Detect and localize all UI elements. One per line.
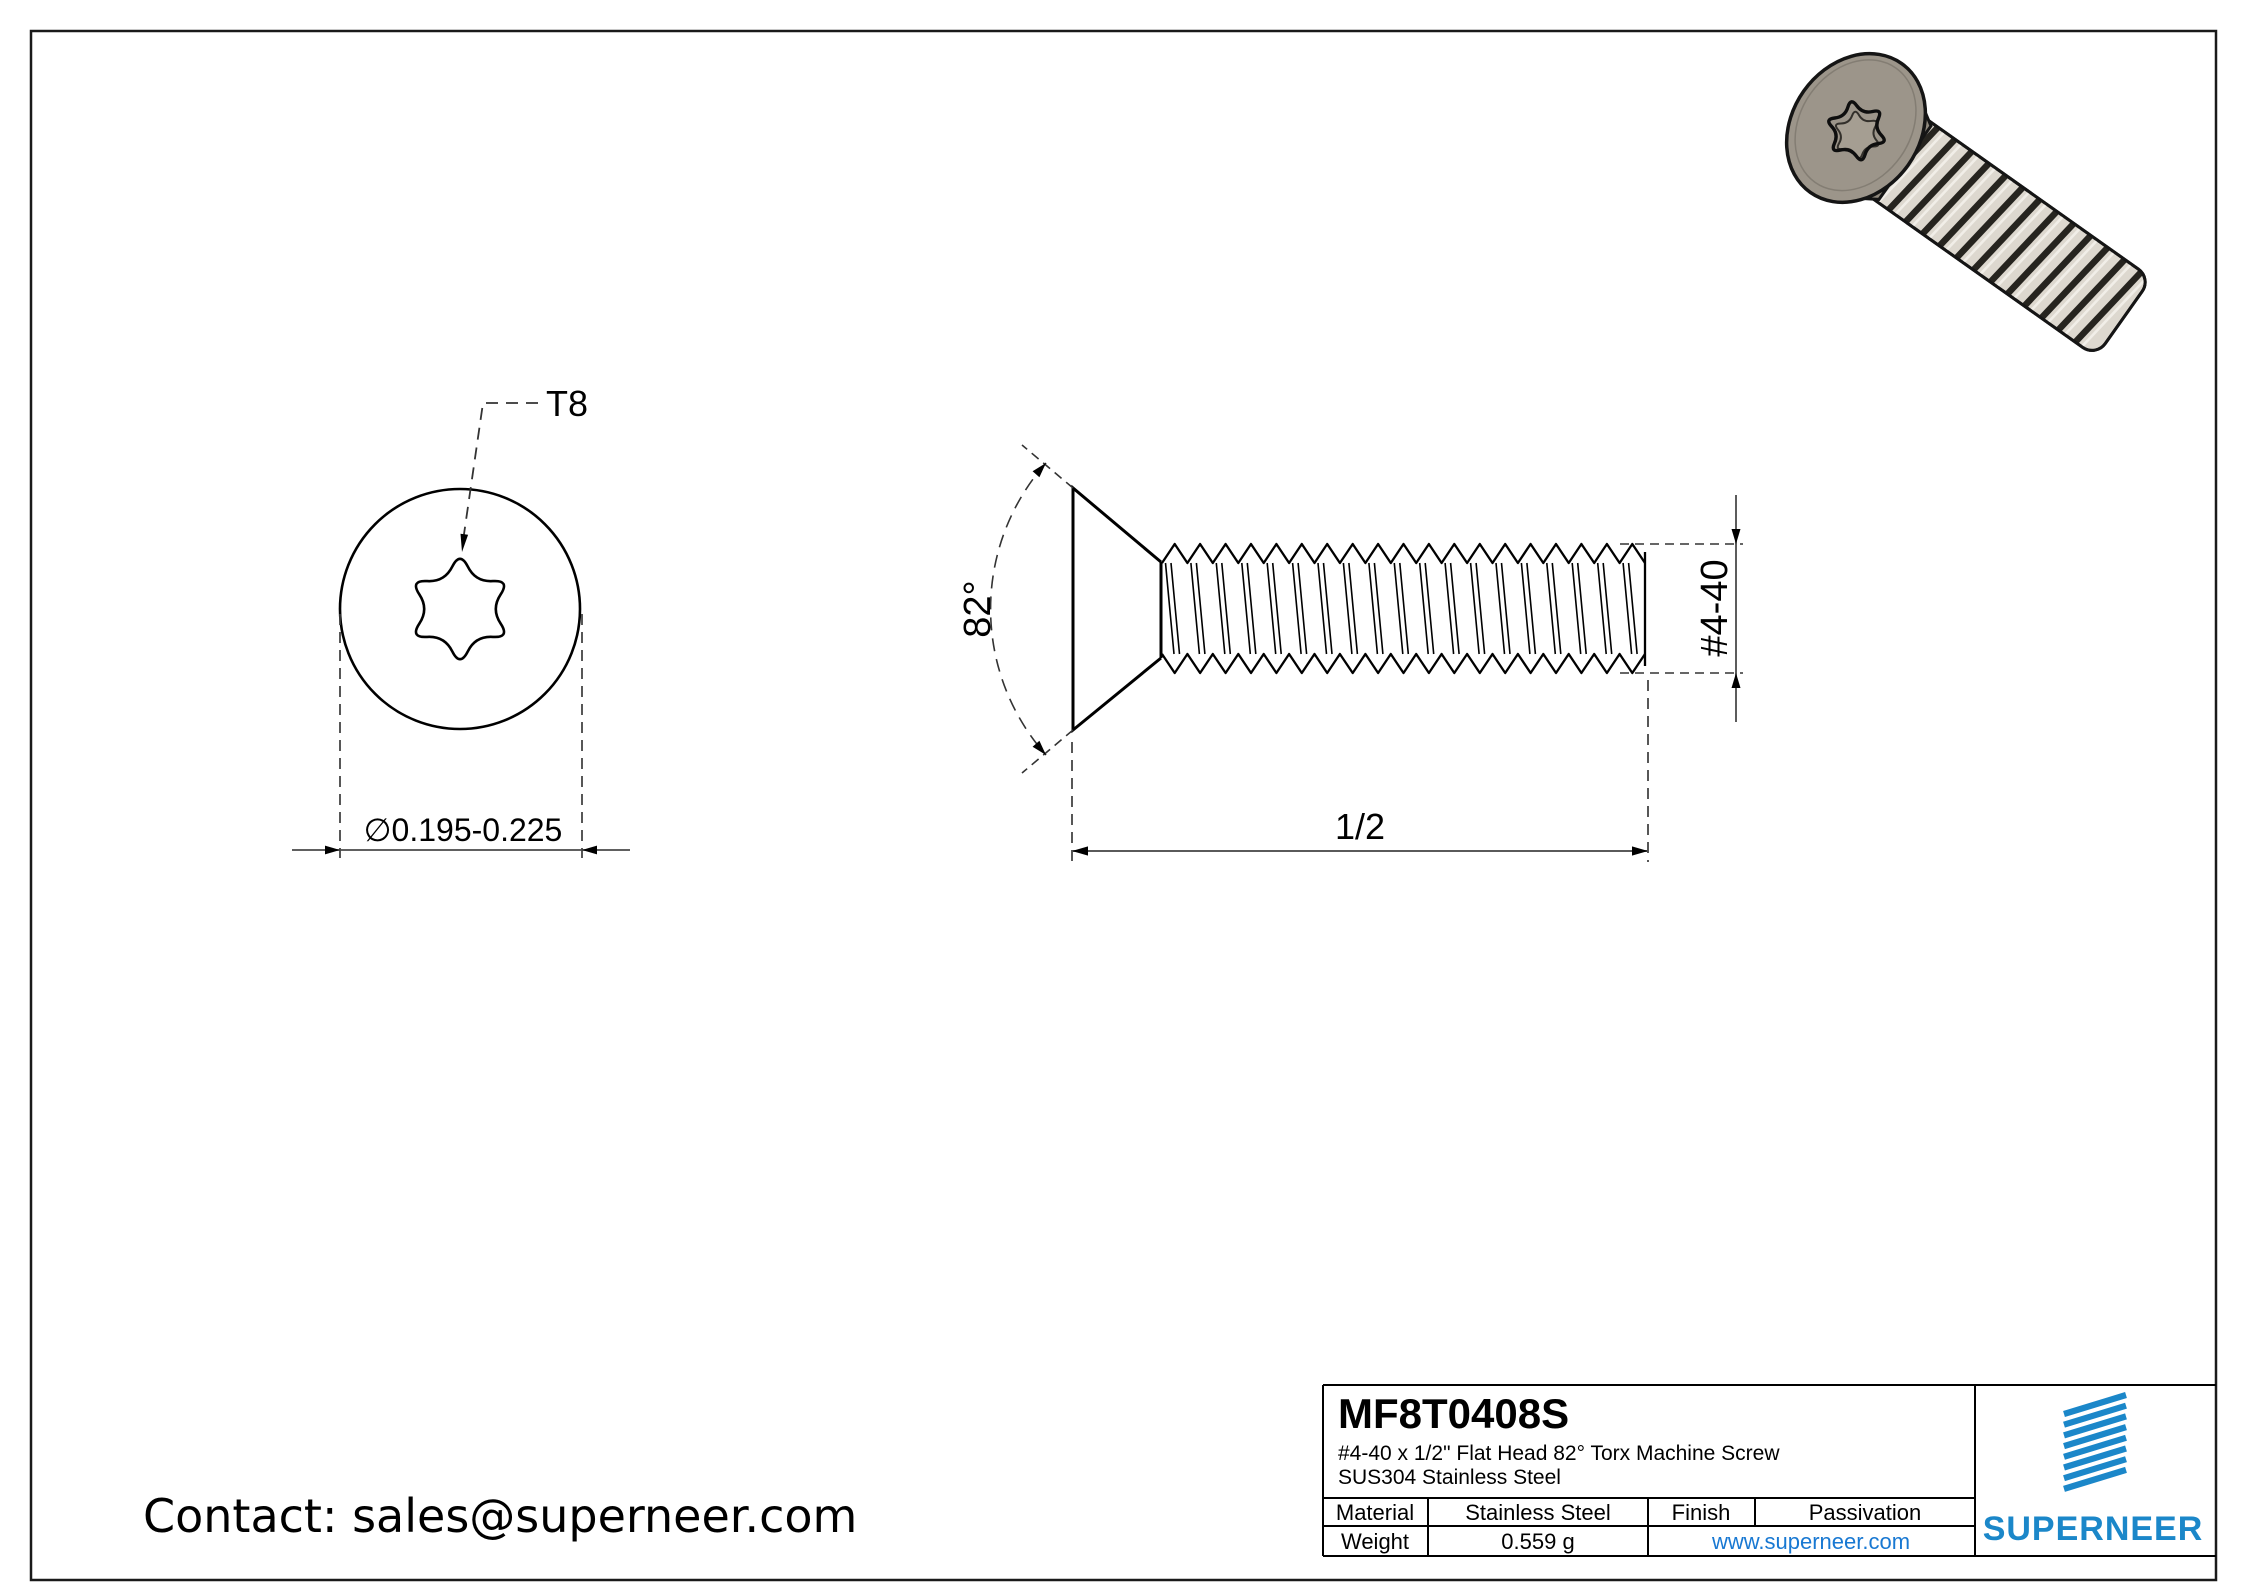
thread-highlight-band xyxy=(1943,177,2015,253)
thread-shadow-band xyxy=(2003,219,2078,298)
length-dimension: 1/2 xyxy=(1071,680,1649,862)
diameter-dimension: ∅0.195-0.225 xyxy=(292,614,630,858)
side-view: 82° #4-40 1/2 xyxy=(957,444,1743,862)
website-link[interactable]: www.superneer.com xyxy=(1711,1529,1910,1554)
weight-value: 0.559 g xyxy=(1501,1529,1574,1554)
brand-logo-icon xyxy=(2063,1392,2127,1492)
diameter-extension-lines xyxy=(339,614,583,858)
title-block-grid xyxy=(1322,1384,2216,1557)
length-value: 1/2 xyxy=(1335,806,1385,847)
thread-highlight-band xyxy=(1926,165,1998,241)
thread-highlight-band xyxy=(2062,261,2134,338)
thread-flank-lines xyxy=(1164,562,1638,655)
diameter-arrow-right xyxy=(582,845,597,855)
thread-size-dimension: #4-40 xyxy=(1620,495,1743,722)
thread-highlight-band xyxy=(2079,273,2151,350)
thread-size-extension-lines xyxy=(1620,543,1743,674)
brand-logo-stripe xyxy=(2063,1434,2127,1460)
page-border xyxy=(29,29,2218,1582)
thread-size-arrow-bottom xyxy=(1731,673,1741,688)
angle-value: 82° xyxy=(957,580,999,637)
thread-shadow-band xyxy=(1935,171,2010,250)
drive-size-label: T8 xyxy=(546,383,588,424)
part-number: MF8T0408S xyxy=(1338,1390,1569,1437)
thread-shadow-band xyxy=(1918,159,1993,238)
part-description-line1: #4-40 x 1/2" Flat Head 82° Torx Machine … xyxy=(1338,1442,1780,1465)
contact-line: Contact: sales@superneer.com xyxy=(143,1489,857,1543)
thread-shadow-band xyxy=(2037,243,2112,322)
part-description-line2: SUS304 Stainless Steel xyxy=(1338,1466,1561,1489)
brand-logo-stripe xyxy=(2063,1392,2127,1417)
thread-shadow-band xyxy=(1969,195,2044,274)
thread-shadow-band xyxy=(1952,183,2027,262)
thread-highlight-band xyxy=(1892,141,1964,217)
angle-arc xyxy=(989,462,1047,756)
thread-highlight-band xyxy=(1875,129,1947,205)
drive-leader-line xyxy=(462,402,538,542)
finish-value: Passivation xyxy=(1809,1500,1922,1525)
drive-leader-arrow xyxy=(460,533,469,552)
top-view: T8 ∅0.195-0.225 xyxy=(292,383,630,858)
thread-highlight-band xyxy=(2045,249,2117,326)
material-label: Material xyxy=(1336,1500,1414,1525)
brand-name: SUPERNEER xyxy=(1983,1510,2204,1548)
diameter-value: ∅0.195-0.225 xyxy=(364,812,563,848)
thread-shadow-band xyxy=(1986,207,2061,286)
brand-logo-stripe xyxy=(2063,1402,2127,1428)
length-arrow-left xyxy=(1072,846,1088,856)
thread-highlight-band xyxy=(1960,189,2032,265)
angle-dimension: 82° xyxy=(957,444,1074,774)
angle-extension-lines xyxy=(1021,444,1074,774)
thread-highlight-band xyxy=(1977,201,2049,277)
length-arrow-right xyxy=(1632,846,1648,856)
diameter-arrow-left xyxy=(325,845,340,855)
thread-shadow-band xyxy=(2054,255,2129,334)
screw-head-profile xyxy=(1071,484,1163,734)
thread-shadow-band xyxy=(1901,147,1976,226)
screw-3d-torx-recess xyxy=(1827,100,1886,162)
brand-logo-stripe xyxy=(2063,1424,2127,1450)
length-extension-lines xyxy=(1071,680,1649,862)
title-block: MF8T0408S #4-40 x 1/2" Flat Head 82° Tor… xyxy=(1322,1384,2216,1557)
head-circle xyxy=(338,487,582,731)
weight-label: Weight xyxy=(1341,1529,1409,1554)
thread-shadow-band xyxy=(2071,267,2146,346)
screw-3d-render xyxy=(1784,51,2151,352)
brand-logo-stripe xyxy=(2063,1466,2127,1492)
thread-highlight-band xyxy=(1909,153,1981,229)
thread-crest-bottom xyxy=(1161,652,1646,675)
material-value: Stainless Steel xyxy=(1465,1500,1611,1525)
finish-label: Finish xyxy=(1672,1500,1731,1525)
thread-size-value: #4-40 xyxy=(1694,559,1736,656)
thread-shadow-band xyxy=(2020,231,2095,310)
thread-highlight-band xyxy=(1994,213,2066,289)
thread-size-arrow-top xyxy=(1731,529,1741,544)
thread-shadow-band xyxy=(1884,135,1959,214)
brand-logo-stripe xyxy=(2063,1456,2127,1482)
brand-logo-stripe xyxy=(2063,1413,2127,1439)
angle-arrow-bottom xyxy=(1032,740,1046,755)
thread-highlight-band xyxy=(2011,225,2083,301)
thread-highlight-band xyxy=(2028,237,2100,314)
screw-3d-head-chamfer xyxy=(1794,59,1917,192)
angle-arrow-top xyxy=(1032,463,1046,478)
thread-crest-top xyxy=(1161,542,1646,565)
torx-recess-outline xyxy=(414,557,506,661)
brand-logo-stripe xyxy=(2063,1445,2127,1471)
